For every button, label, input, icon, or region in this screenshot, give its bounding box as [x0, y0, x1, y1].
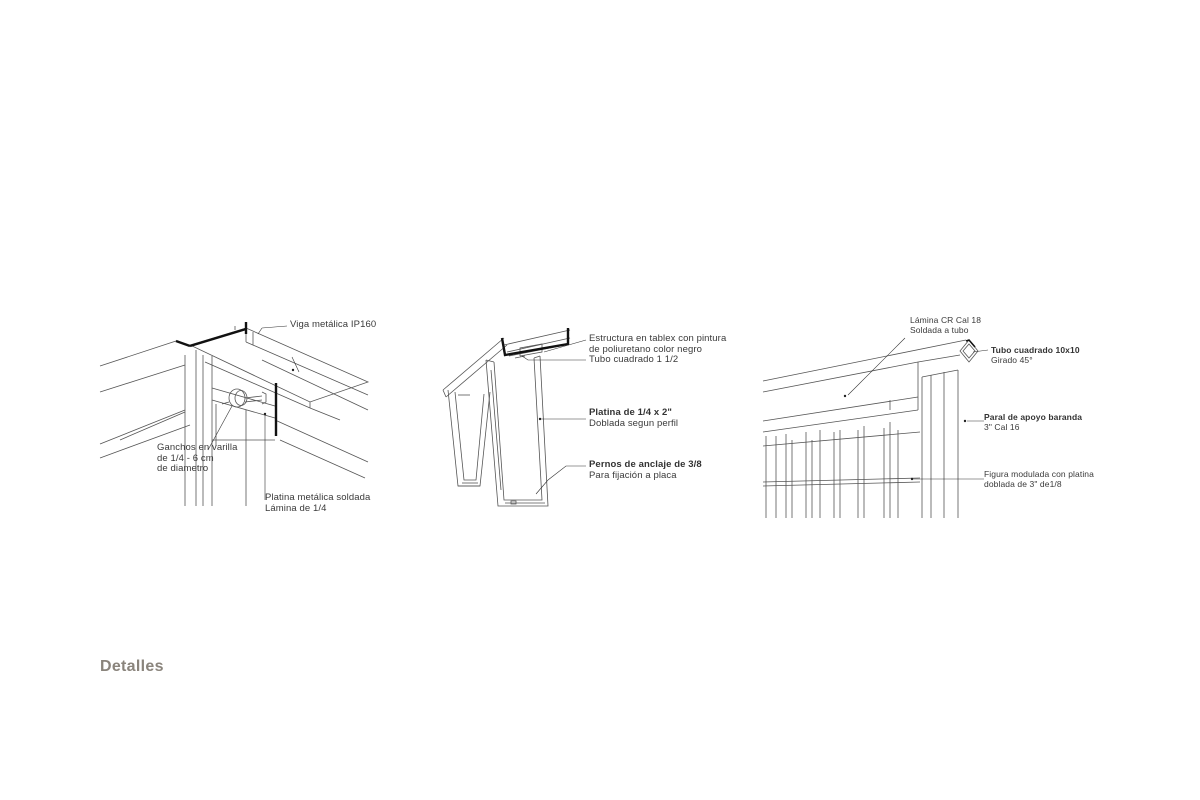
- detail-1-beam-connection: [100, 322, 368, 506]
- label-estructura-tablex: Estructura en tablex con pintura de poli…: [589, 333, 727, 366]
- label-ganchos-varilla: Ganchos en varilla de 1/4 - 6 cm de diam…: [157, 442, 238, 475]
- label-text: doblada de 3" de1/8: [984, 478, 1062, 489]
- tablex-seat: [443, 330, 570, 397]
- detail-3-railing: [763, 338, 988, 518]
- label-text: Girado 45°: [991, 354, 1033, 365]
- label-platina-metalica: Platina metálica soldada Lámina de 1/4: [265, 492, 371, 514]
- label-text: Doblada segun perfil: [589, 417, 679, 429]
- right-platina-bracket: [486, 356, 548, 506]
- rebar-hooks: [222, 388, 266, 408]
- label-text: Lámina CR Cal 18: [910, 315, 982, 325]
- left-beam: [100, 341, 190, 458]
- label-text: Viga metálica IP160: [290, 319, 377, 330]
- label-title: Platina de 1/4 x 2": [589, 407, 672, 418]
- label-viga-ip160: Viga metálica IP160: [290, 319, 377, 331]
- label-text: Ganchos en varilla: [157, 442, 238, 453]
- detail-2-bench-structure: [443, 328, 586, 506]
- thick-outline: [176, 322, 276, 436]
- cr-sheet-top: [763, 340, 966, 432]
- label-pernos-anclaje: Pernos de anclaje de 3/8 Para fijación a…: [589, 459, 702, 481]
- detail-1-leaders: [208, 326, 299, 500]
- label-text: Platina metálica soldada: [265, 492, 371, 503]
- label-text: Soldada a tubo: [910, 324, 969, 335]
- modular-figure-panel: [763, 422, 920, 518]
- thick-seat-profile: [502, 328, 568, 355]
- label-text: de diametro: [157, 463, 209, 474]
- label-text: Tubo cuadrado 1 1/2: [589, 354, 679, 365]
- label-platina: Platina de 1/4 x 2" Doblada segun perfil: [589, 407, 679, 429]
- label-lamina-cr: Lámina CR Cal 18 Soldada a tubo: [910, 315, 982, 335]
- detail-3-leaders: [848, 338, 988, 479]
- label-text: de poliuretano color negro: [589, 343, 702, 355]
- label-title: Tubo cuadrado 10x10: [991, 345, 1080, 355]
- square-tube-1-1-2: [515, 344, 542, 358]
- vertical-column: [185, 350, 246, 506]
- label-tubo-10x10: Tubo cuadrado 10x10 Girado 45°: [991, 345, 1080, 365]
- label-text: Figura modulada con platina: [984, 469, 1094, 479]
- welded-plate: [212, 388, 275, 446]
- support-post: [922, 370, 958, 518]
- detail-2-leaders: [522, 340, 586, 494]
- label-text: Para fijación a placa: [589, 469, 677, 481]
- label-paral-apoyo: Paral de apoyo baranda 3" Cal 16: [984, 412, 1083, 432]
- label-text: Estructura en tablex con pintura: [589, 333, 727, 344]
- label-text: 3" Cal 16: [984, 421, 1020, 432]
- label-figura-modulada: Figura modulada con platina doblada de 3…: [984, 469, 1094, 489]
- label-text: de 1/4 - 6 cm: [157, 452, 214, 464]
- label-title: Paral de apoyo baranda: [984, 412, 1083, 422]
- label-text: Lámina de 1/4: [265, 502, 327, 514]
- square-tube-10x10: [960, 340, 978, 362]
- section-caption: Detalles: [100, 658, 164, 675]
- label-title: Pernos de anclaje de 3/8: [589, 459, 702, 470]
- left-platina-bracket: [448, 390, 490, 486]
